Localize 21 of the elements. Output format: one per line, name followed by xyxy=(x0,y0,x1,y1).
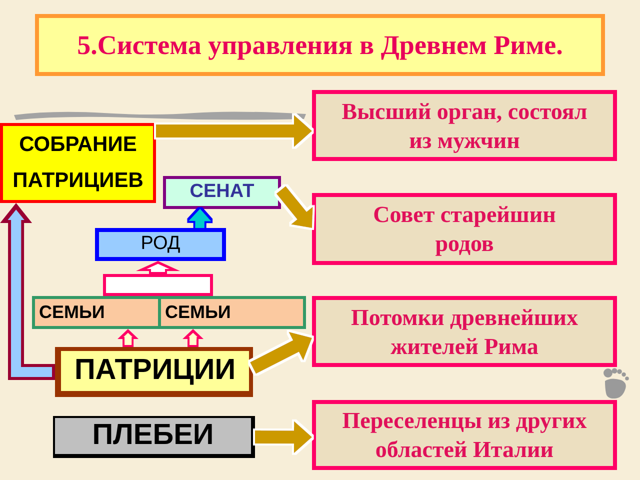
label-box: ПАТРИЦИИ xyxy=(55,347,253,397)
label-box: СЕМЬИ xyxy=(161,296,306,329)
block-arrow xyxy=(156,114,312,147)
block-arrow xyxy=(254,421,312,454)
label-box: СЕМЬИ xyxy=(32,296,161,329)
note-box: Совет старейшин родов xyxy=(312,193,617,265)
block-arrow xyxy=(118,329,139,348)
label-box: СОБРАНИЕ ПАТРИЦИЕВ xyxy=(0,123,156,203)
label-box: РОД xyxy=(95,228,226,261)
block-arrow xyxy=(0,203,55,380)
empty-block xyxy=(103,274,213,296)
block-arrow xyxy=(188,209,211,228)
block-arrow xyxy=(276,186,313,228)
block-arrow xyxy=(182,329,204,348)
title: 5.Система управления в Древнем Риме. xyxy=(35,14,605,76)
label-box: ПЛЕБЕИ xyxy=(53,416,255,458)
block-arrow xyxy=(136,261,180,274)
note-box: Потомки древнейших жителей Рима xyxy=(312,296,617,367)
label-box: СЕНАТ xyxy=(163,176,281,209)
note-box: Переселенцы из других областей Италии xyxy=(312,400,617,470)
note-box: Высший орган, состоял из мужчин xyxy=(312,90,617,161)
